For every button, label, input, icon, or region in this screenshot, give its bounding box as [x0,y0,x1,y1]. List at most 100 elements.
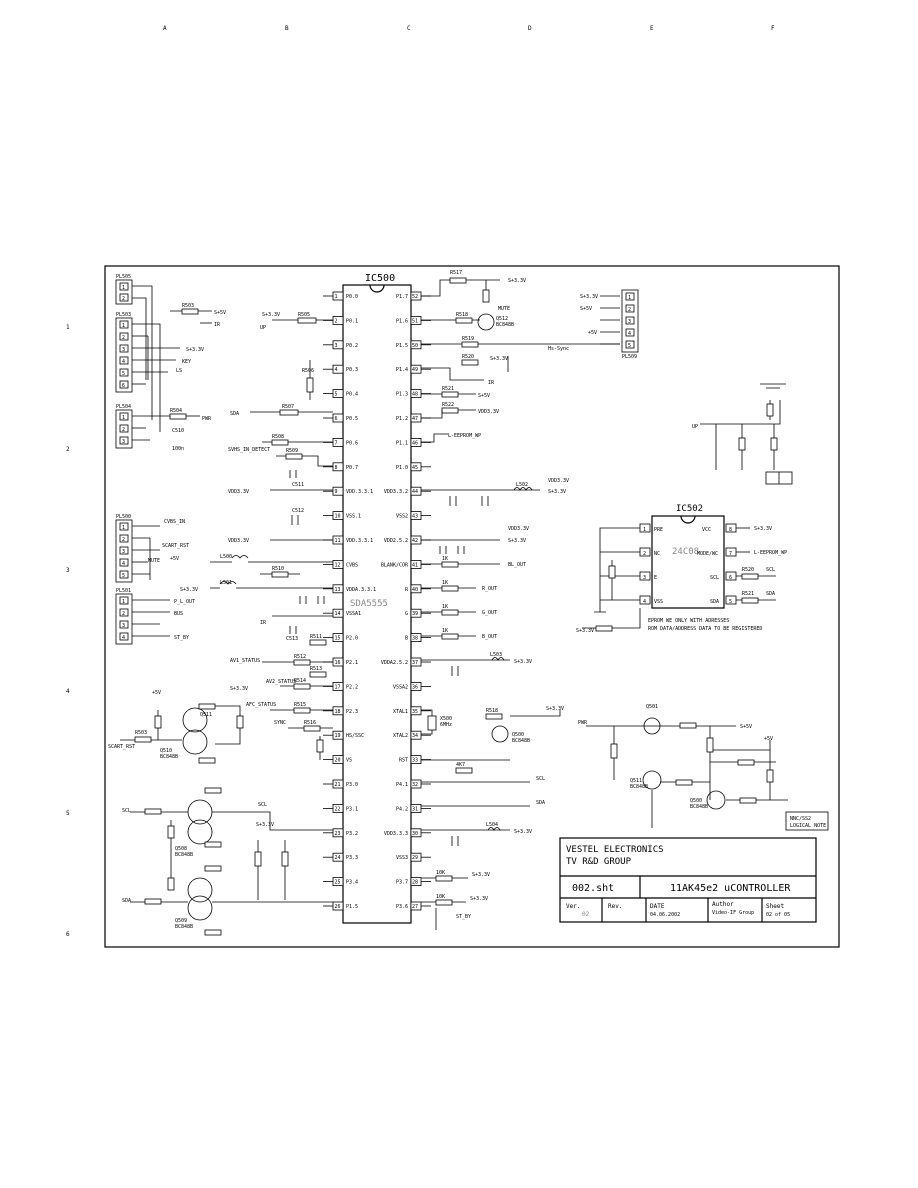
ic500-pin-number: 17 [335,684,341,690]
svg-text:100n: 100n [172,446,184,452]
svg-text:VDD3.3V: VDD3.3V [228,538,249,544]
svg-text:SVHS_IN_DETECT: SVHS_IN_DETECT [228,447,270,453]
ic500-pin-number: 27 [412,904,418,910]
ic500-pin-name: VDD.3.3.1 [346,489,373,495]
column-markers: A B C D E F [163,25,775,32]
ic502-note1: EPROM WE ONLY WITH ADRESSES [648,618,729,624]
svg-text:Q511: Q511 [630,778,642,784]
ic500-pin-number: 41 [412,562,418,568]
pl509-ref: PL509 [622,354,637,360]
row-markers: 1 2 3 4 5 6 [66,324,70,938]
ic500-pin-name: P0.3 [346,367,358,373]
title-ver-label: Ver. [566,903,580,910]
ic500-pin-number: 6 [335,416,338,422]
ic500-pin-number: 50 [412,343,418,349]
svg-text:S+3.3V: S+3.3V [580,294,598,300]
svg-text:Q500: Q500 [690,798,702,804]
svg-text:BC848B: BC848B [160,754,178,760]
ic500-pin-name: P3.1 [346,806,358,812]
ic500-pin-name: P1.6 [396,318,408,324]
svg-text:MODE/WC: MODE/WC [697,551,718,557]
ic500-pin-number: 15 [335,636,341,642]
ic502-ref: IC502 [676,504,703,514]
ic500-pin-number: 34 [412,733,418,739]
svg-text:C510: C510 [172,428,184,434]
svg-text:2: 2 [122,611,125,617]
row-marker-3: 3 [66,567,70,574]
svg-text:R518: R518 [456,312,468,318]
ic500-pin-number: 24 [335,855,341,861]
ic500-pin-number: 38 [412,636,418,642]
svg-text:S+3.3V: S+3.3V [470,896,488,902]
schematic-frame [104,265,840,948]
ic500-pin-name: P1.0 [396,465,408,471]
ic500-pin-number: 47 [412,416,418,422]
pl505-ref: PL505 [116,274,131,280]
svg-text:R508: R508 [272,434,284,440]
svg-text:BC848B: BC848B [690,804,708,810]
svg-text:SDA: SDA [710,599,719,605]
ic500-pin-number: 12 [335,562,341,568]
svg-text:L503: L503 [490,652,502,658]
ic500-pin-name: P3.7 [396,880,408,886]
ic500-pin-number: 46 [412,440,418,446]
svg-text:R516: R516 [304,720,316,726]
svg-text:S+5V: S+5V [478,393,490,399]
svg-text:SDA: SDA [230,411,239,417]
ic500-pin-name: P2.1 [346,660,358,666]
svg-text:R506: R506 [302,368,314,374]
ic500-pin-name: P0.6 [346,440,358,446]
ic500-left-components: R505 S+3.3V UP R506 R507 SDA R508 SVHS_I… [170,312,333,760]
ic500-pin-number: 45 [412,465,418,471]
svg-text:VSS: VSS [654,599,663,605]
svg-text:S+3.3V: S+3.3V [514,659,532,665]
row-marker-1: 1 [66,324,70,331]
title-date-label: DATE [650,903,665,910]
svg-text:VDD3.3V: VDD3.3V [508,526,529,532]
connector-pl501: PL501 1 2 3 4 [115,588,133,645]
svg-text:BC848B: BC848B [512,738,530,744]
svg-text:3: 3 [122,623,125,629]
ic500-pin-name: VDDA.3.3.1 [346,587,376,593]
ic500-pin-name: VSSA2 [393,684,408,690]
ic500-pin-number: 26 [335,904,341,910]
row-marker-5: 5 [66,810,70,817]
ic500-pin-number: 28 [412,880,418,886]
pl500-ref: PL500 [116,514,131,520]
svg-text:1K: 1K [442,604,448,610]
svg-text:+5V: +5V [170,556,179,562]
ic500-pin-name: VSS.1 [346,514,361,520]
ic500-pin-number: 37 [412,660,418,666]
svg-text:S+5V: S+5V [214,310,226,316]
col-marker-e: E [650,25,654,32]
ic500-pin-name: P2.3 [346,709,358,715]
svg-text:L504: L504 [486,822,498,828]
svg-text:S+3.3V: S+3.3V [230,686,248,692]
svg-text:1K: 1K [442,628,448,634]
ic500-pin-number: 8 [335,465,338,471]
svg-text:R512: R512 [294,654,306,660]
svg-text:Q512: Q512 [496,316,508,322]
svg-text:SDA: SDA [536,800,545,806]
svg-text:+5V: +5V [588,330,597,336]
ic500-pin-number: 1 [335,294,338,300]
ic500-pin-name: P2.2 [346,684,358,690]
svg-text:10K: 10K [436,894,445,900]
ic500-pin-number: 20 [335,758,341,764]
ic502-note2: ROM DATA/ADDRESS DATA TO BE REGISTERED [648,626,762,632]
svg-text:AV2_STATUS: AV2_STATUS [266,679,296,685]
svg-text:R503: R503 [182,303,194,309]
svg-text:NC: NC [654,551,660,557]
ic500-pin-name: P3.4 [346,880,358,886]
svg-text:SDA: SDA [766,591,775,597]
ic500-pin-number: 33 [412,758,418,764]
svg-text:2: 2 [122,537,125,543]
pl503-ref: PL503 [116,312,131,318]
svg-text:BC848B: BC848B [496,322,514,328]
svg-text:C512: C512 [292,508,304,514]
ic500-pin-number: 13 [335,587,341,593]
ic500-pin-number: 29 [412,855,418,861]
svg-text:3: 3 [122,439,125,445]
svg-text:R510: R510 [272,566,284,572]
